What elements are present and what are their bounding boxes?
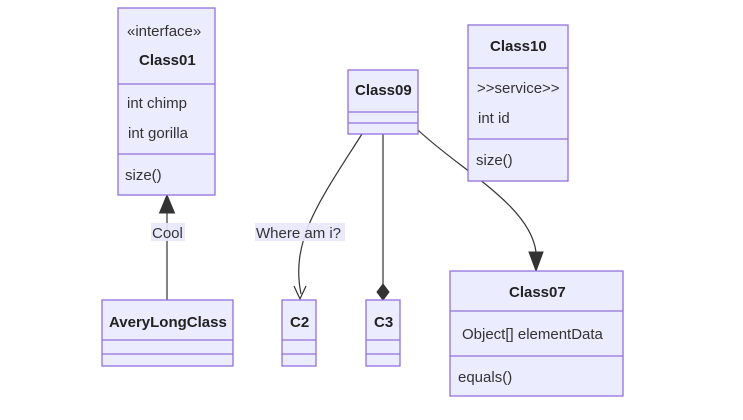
class07-attribute-1: Object[] elementData xyxy=(462,326,604,343)
association-edge xyxy=(298,133,363,295)
class01-annotation: «interface» xyxy=(127,23,201,40)
class-box-c3[interactable]: C3 xyxy=(365,299,401,367)
class-box-class07[interactable]: Class07 Object[] elementData equals() xyxy=(449,270,624,397)
edge-label-cool-text: Cool xyxy=(152,225,183,242)
class10-attribute-2: int id xyxy=(478,110,510,127)
edge-label-where-am-i-text: Where am i? xyxy=(256,225,341,242)
class01-title: Class01 xyxy=(139,52,196,69)
class01-attribute-1: int chimp xyxy=(127,95,187,112)
class07-method-1: equals() xyxy=(458,369,512,386)
class01-attribute-2: int gorilla xyxy=(128,125,189,142)
class10-attribute-1: >>service>> xyxy=(477,80,560,97)
class-box-class09[interactable]: Class09 xyxy=(347,69,419,135)
class-box-class01[interactable]: «interface» Class01 int chimp int gorill… xyxy=(117,7,216,196)
c2-title: C2 xyxy=(290,314,309,331)
averylongclass-title: AveryLongClass xyxy=(109,314,227,331)
edges xyxy=(158,129,544,301)
class09-class07-edge xyxy=(417,129,537,253)
class09-class07-arrowhead xyxy=(528,251,544,273)
inheritance-arrowhead xyxy=(158,193,176,214)
association-arrowhead xyxy=(293,285,307,301)
edge-label-where-am-i: Where am i? xyxy=(255,223,345,242)
class07-title: Class07 xyxy=(509,284,566,301)
class-box-c2[interactable]: C2 xyxy=(281,299,317,367)
class-box-averylongclass[interactable]: AveryLongClass xyxy=(101,299,234,367)
class09-title: Class09 xyxy=(355,82,412,99)
edge-label-cool: Cool xyxy=(151,223,185,242)
class10-title: Class10 xyxy=(490,38,547,55)
class01-method-1: size() xyxy=(125,167,162,184)
c3-title: C3 xyxy=(374,314,393,331)
composition-diamond xyxy=(376,283,390,301)
class-box-class10[interactable]: Class10 >>service>> int id size() xyxy=(467,24,569,182)
class10-method-1: size() xyxy=(476,152,513,169)
